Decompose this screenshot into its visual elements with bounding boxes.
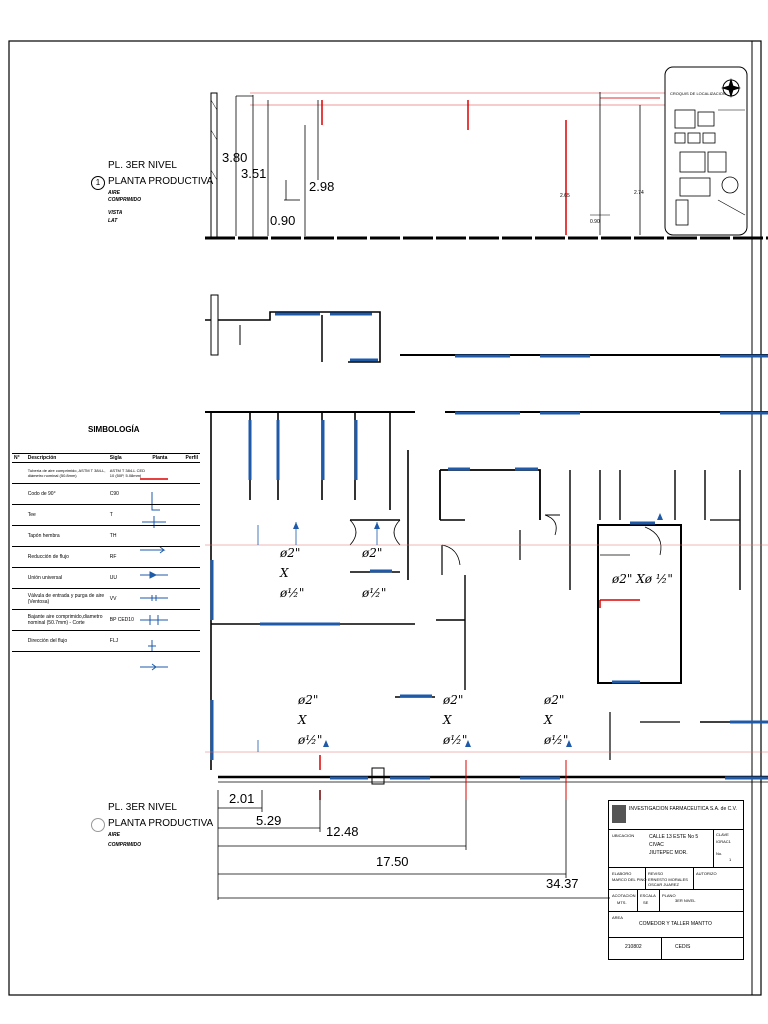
elev-dim-0: 3.80 [222, 150, 248, 165]
clave-label: CLAVE [716, 832, 729, 837]
sym-sigla: BP CED10 [107, 609, 151, 631]
elev-dim-4: 2.65 [560, 193, 570, 199]
elaboro: MARCO DEL PINO [612, 877, 647, 882]
sym-desc: Unión universal [25, 567, 108, 589]
sheet-no: 1 [729, 857, 732, 862]
elev-dim-6: 0.90 [590, 219, 600, 225]
clave: IGRAC1 [716, 839, 731, 844]
ubicacion-label: UBICACION [612, 833, 635, 838]
plan-top-sub-1: COMPRIMIDO [108, 197, 142, 203]
sym-desc: Tee [25, 504, 108, 526]
acot: MTS. [617, 900, 627, 905]
plan-top-sub-0: AIRE [108, 190, 120, 196]
sym-sigla: UU [107, 567, 151, 589]
symbology-table: N° Descripción Sigla Planta Perfil Tuber… [12, 453, 200, 652]
sym-sigla: T [107, 504, 151, 526]
location-sketch [664, 66, 748, 236]
plano-label: PLANO [662, 893, 676, 898]
sym-desc: Tapón hembra [25, 525, 108, 547]
table-row: Válvula de entrada y purga de aire (Vent… [12, 588, 200, 610]
elev-dim-1: 3.51 [241, 166, 267, 181]
plan-bottom-circle [91, 818, 105, 832]
area-label: AREA [612, 915, 623, 920]
table-row: Codo de 90°C90 [12, 483, 200, 505]
sym-sigla: VV [107, 588, 151, 610]
elev-dim-3: 0.90 [270, 213, 296, 228]
sym-header-desc: Descripción [25, 453, 108, 463]
symbology-title: SIMBOLOGÍA [88, 425, 140, 434]
elev-dim-2: 2.98 [309, 179, 335, 194]
plan-top-number: 1 [91, 176, 105, 190]
sym-desc: Reducción de flujo [25, 546, 108, 568]
elevation-dimension-lines [235, 95, 306, 236]
sym-sigla: ASTM T 384-L CED 10 (50P, 5.08mm) [107, 462, 151, 484]
table-row: Tubería de aire comprimido, ASTM T 384-L… [12, 462, 200, 484]
elev-dim-5: 2.74 [634, 190, 644, 196]
elaboro-label: ELABORO [612, 871, 632, 876]
plan-bottom-code: PL. 3ER NIVEL [108, 802, 177, 813]
plan-dim-3: 17.50 [376, 854, 409, 869]
company-name: INVESTIGACION FARMACEUTICA S.A. de C.V. [629, 806, 737, 812]
no-label: No. [716, 851, 723, 856]
area: COMEDOR Y TALLER MANTTO [639, 921, 712, 927]
table-row: Bajante aire comprimido,diametro nominal… [12, 609, 200, 631]
address-1: CIVAC [649, 842, 664, 848]
plan-dim-2: 12.48 [326, 824, 359, 839]
elevation-section [205, 92, 768, 240]
sym-sigla: FLJ [107, 630, 151, 652]
reviso: ERNESTO MORALES OSCAR JUAREZ [648, 877, 688, 887]
location-sketch-title: CROQUIS DE LOCALIZACION [670, 91, 726, 96]
sym-desc: Válvula de entrada y purga de aire (Vent… [25, 588, 108, 610]
plan-top-sub-3: LAT [108, 218, 118, 224]
escala-label: ESCALA [640, 893, 656, 898]
plan-dimension-lines [217, 790, 610, 900]
drawing-code: CEDIS [675, 944, 691, 950]
acot-label: ACOTACION [612, 893, 636, 898]
sym-desc: Bajante aire comprimido,diametro nominal… [25, 609, 108, 631]
sym-header-no: N° [12, 453, 26, 463]
reviso-label: REVISO [648, 871, 664, 876]
plan-bottom-sub-1: COMPRIMIDO [108, 842, 142, 848]
plan-top-sub-2: VISTA [108, 210, 123, 216]
address-0: CALLE 13 ESTE No 5 [649, 834, 699, 840]
sym-desc: Dirección del flujo [25, 630, 108, 652]
sym-sigla: C90 [107, 483, 151, 505]
plan-dim-1: 5.29 [256, 813, 282, 828]
sym-header-sigla: Sigla [107, 453, 151, 463]
floor-plan [205, 294, 768, 800]
autorizo-label: AUTORIZO [696, 871, 717, 876]
sym-sigla: TH [107, 525, 151, 547]
plano: 3ER NIVEL [675, 898, 696, 903]
address-2: JIUTEPEC MOR. [649, 850, 688, 856]
plan-top-name: PLANTA PRODUCTIVA [108, 176, 214, 187]
plan-top-code: PL. 3ER NIVEL [108, 160, 177, 171]
sym-header-perfil: Perfil [183, 453, 200, 463]
date: 210802 [625, 944, 642, 950]
title-block: INVESTIGACION FARMACEUTICA S.A. de C.V. … [608, 800, 744, 960]
sym-desc: Tubería de aire comprimido, ASTM T 384-L… [25, 462, 108, 484]
sym-sigla: RF [107, 546, 151, 568]
plan-bottom-sub-0: AIRE [108, 832, 120, 838]
sym-header-planta: Planta [150, 453, 184, 463]
pipe-label-3: ø2" Xø ½" [612, 572, 673, 586]
plan-dim-4: 34.37 [546, 876, 579, 891]
sheet-border [8, 40, 762, 996]
sym-desc: Codo de 90° [25, 483, 108, 505]
company-logo [612, 805, 626, 823]
pipe-label-2: ø2"Xø½" [362, 546, 387, 600]
escala: SE [643, 900, 649, 905]
plan-dim-0: 2.01 [229, 791, 255, 806]
plan-bottom-name: PLANTA PRODUCTIVA [108, 818, 214, 829]
